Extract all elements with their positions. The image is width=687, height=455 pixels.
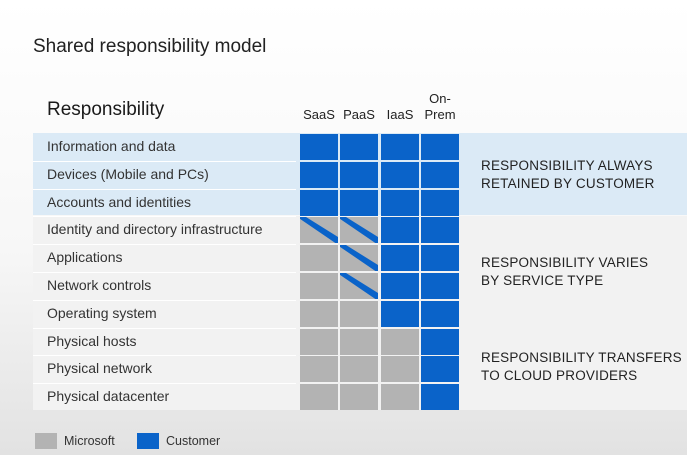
legend-label-customer: Customer (166, 434, 221, 448)
responsibility-cell (381, 134, 419, 160)
responsibility-cell (421, 273, 459, 299)
responsibility-cell (381, 245, 419, 272)
row-label: Physical hosts (47, 332, 137, 349)
row-divider (33, 160, 296, 162)
responsibility-cell (381, 189, 419, 216)
row-divider (33, 216, 296, 218)
responsibility-cell (381, 384, 419, 411)
responsibility-cell (340, 384, 378, 411)
responsibility-cell (381, 328, 419, 355)
row-label: Information and data (47, 138, 176, 154)
column-header-saas: SaaS (303, 107, 335, 122)
row-divider (33, 272, 296, 273)
responsibility-cell (421, 300, 459, 327)
row-label: Identity and directory infrastructure (47, 221, 263, 238)
column-header-paas: PaaS (343, 107, 375, 122)
responsibility-cell (340, 217, 378, 244)
responsibility-cell (421, 189, 459, 216)
responsibility-cell (300, 273, 338, 299)
responsibility-cell (421, 134, 459, 160)
row-label: Physical network (47, 360, 153, 377)
responsibility-cell (300, 161, 338, 188)
row-label: Network controls (47, 277, 152, 293)
row-label: Physical datacenter (47, 388, 170, 405)
row-divider (33, 244, 296, 246)
responsibility-cell (300, 384, 338, 411)
responsibility-cell (421, 217, 459, 244)
responsibility-heading: Responsibility (47, 99, 165, 120)
responsibility-cell (300, 189, 338, 216)
responsibility-cell (340, 273, 378, 299)
column-header-iaas: IaaS (386, 107, 414, 122)
row-label: Devices (Mobile and PCs) (47, 165, 209, 182)
page-title: Shared responsibility model (33, 36, 267, 57)
responsibility-cell (340, 356, 378, 383)
responsibility-cell (300, 300, 338, 327)
responsibility-cell (421, 328, 459, 355)
row-divider (33, 327, 296, 329)
responsibility-cell (300, 356, 338, 383)
group-label-varies: RESPONSIBILITY VARIES BY SERVICE TYPE (481, 255, 649, 288)
row-divider (33, 299, 296, 301)
responsibility-cell (300, 217, 338, 244)
responsibility-cell (381, 273, 419, 299)
responsibility-cell (421, 161, 459, 188)
row-label: Accounts and identities (47, 193, 191, 210)
group-label-transfers: RESPONSIBILITY TRANSFERS TO CLOUD PROVID… (481, 350, 682, 383)
row-label: Applications (47, 249, 123, 266)
responsibility-cell (340, 161, 378, 188)
responsibility-cell (381, 300, 419, 327)
responsibility-cell (381, 217, 419, 244)
responsibility-cell (340, 189, 378, 216)
legend-swatch-microsoft (35, 433, 57, 449)
responsibility-cell (340, 328, 378, 355)
responsibility-cell (381, 356, 419, 383)
row-label: Operating system (47, 304, 157, 321)
row-divider (33, 383, 296, 385)
legend-label-microsoft: Microsoft (64, 434, 115, 448)
column-header-onprem: On- Prem (424, 91, 456, 122)
responsibility-cell (381, 161, 419, 188)
legend-swatch-customer (137, 433, 159, 449)
responsibility-cell (300, 134, 338, 160)
responsibility-cell (340, 134, 378, 160)
responsibility-cell (421, 384, 459, 411)
group-label-customer: RESPONSIBILITY ALWAYS RETAINED BY CUSTOM… (481, 158, 655, 191)
responsibility-cell (340, 300, 378, 327)
responsibility-cell (300, 328, 338, 355)
responsibility-cell (300, 245, 338, 272)
row-divider (33, 188, 296, 190)
row-divider (33, 355, 296, 357)
responsibility-cell (421, 245, 459, 272)
responsibility-cell (340, 245, 378, 272)
responsibility-cell (421, 356, 459, 383)
